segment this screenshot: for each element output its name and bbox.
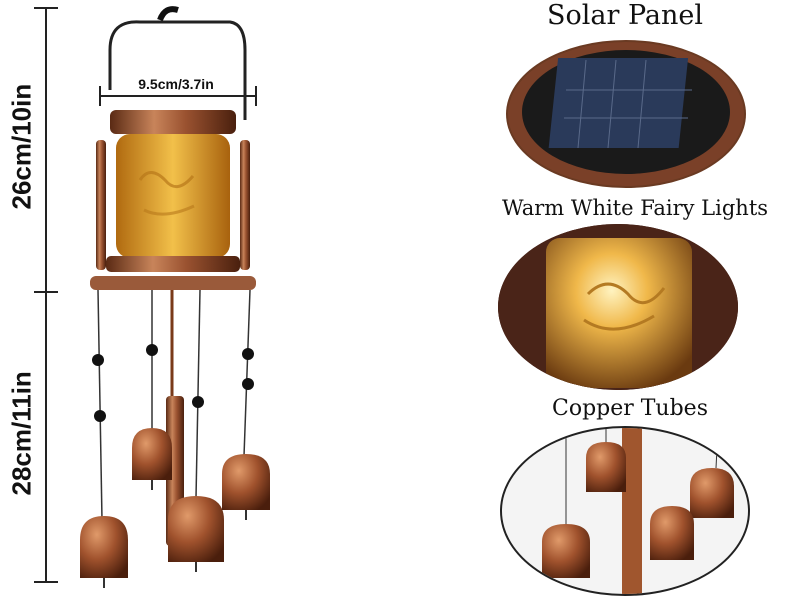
fairy-lights-image [498, 224, 738, 390]
dimension-lines [34, 7, 58, 583]
copper-tubes-caption: Copper Tubes [551, 396, 708, 421]
solar-panel-caption: Solar Panel [546, 0, 704, 31]
top-height-label: 26cm/10in [6, 83, 38, 210]
solar-panel-image [506, 40, 746, 188]
width-label: 9.5cm/3.7in [138, 76, 214, 92]
bottom-height-label: 28cm/11in [6, 371, 38, 496]
copper-tubes-image [500, 426, 750, 596]
lantern-wind-chime [80, 6, 270, 588]
fairy-lights-caption: Warm White Fairy Lights [501, 196, 769, 220]
